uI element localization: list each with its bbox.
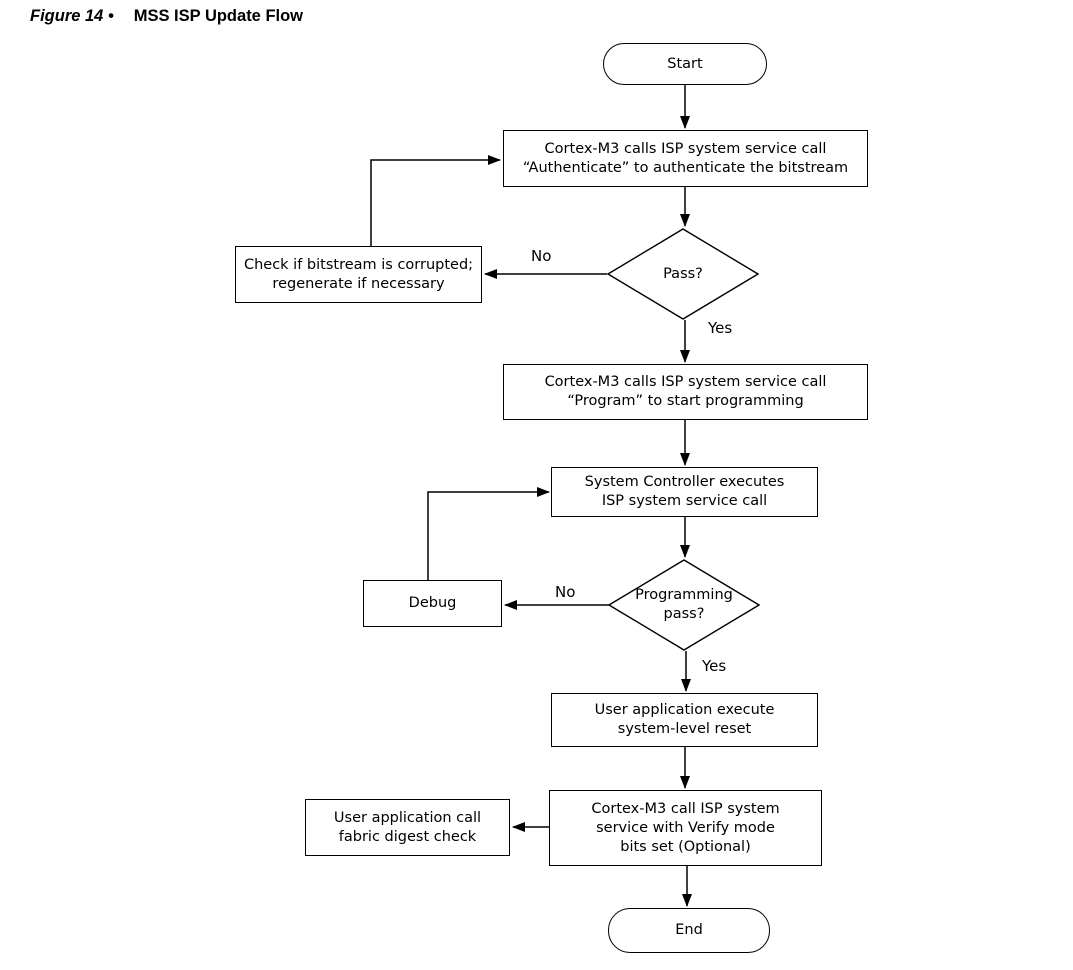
edge-label-pass-no: No xyxy=(531,247,552,265)
node-programming-pass-decision: Programming pass? xyxy=(608,559,760,651)
figure-caption: Figure 14 • MSS ISP Update Flow xyxy=(30,7,303,26)
figure-number-label: Figure 14 • xyxy=(30,7,114,25)
node-programming-pass-decision-label: Programming pass? xyxy=(635,587,733,622)
node-system-controller-label: System Controller executes ISP system se… xyxy=(584,474,785,509)
node-start-label: Start xyxy=(667,55,703,72)
node-fabric-digest: User application call fabric digest chec… xyxy=(305,799,510,856)
programming-pass-diamond-shape xyxy=(608,559,760,651)
node-verify: Cortex-M3 call ISP system service with V… xyxy=(549,790,822,866)
node-fabric-digest-label: User application call fabric digest chec… xyxy=(333,809,482,845)
node-program-label: Cortex-M3 calls ISP system service call … xyxy=(544,374,827,409)
node-end-label: End xyxy=(675,922,703,938)
node-program: Cortex-M3 calls ISP system service call … xyxy=(503,364,868,420)
node-verify-label: Cortex-M3 call ISP system service with V… xyxy=(591,800,780,855)
figure-title: MSS ISP Update Flow xyxy=(133,7,304,25)
node-authenticate: Cortex-M3 calls ISP system service call … xyxy=(503,130,868,187)
edge-label-programming-yes: Yes xyxy=(702,657,727,675)
node-check-bitstream: Check if bitstream is corrupted; regener… xyxy=(235,246,482,303)
node-system-reset: User application execute system-level re… xyxy=(551,693,818,747)
connector-check-to-authenticate-loop xyxy=(370,155,501,246)
node-authenticate-label: Cortex-M3 calls ISP system service call … xyxy=(522,140,849,176)
node-start: Start xyxy=(603,43,767,85)
edge-label-programming-no: No xyxy=(555,583,576,601)
node-check-bitstream-label: Check if bitstream is corrupted; regener… xyxy=(243,256,474,292)
node-end: End xyxy=(608,908,770,953)
pass-diamond-shape xyxy=(607,228,759,320)
node-pass-decision: Pass? xyxy=(607,228,759,320)
node-system-reset-label: User application execute system-level re… xyxy=(594,702,775,737)
node-system-controller: System Controller executes ISP system se… xyxy=(551,467,818,517)
node-pass-decision-label: Pass? xyxy=(663,265,703,282)
node-debug: Debug xyxy=(363,580,502,627)
edge-label-pass-yes: Yes xyxy=(708,319,733,337)
node-debug-label: Debug xyxy=(408,595,457,611)
connector-debug-to-syscontroller-loop xyxy=(427,487,550,580)
